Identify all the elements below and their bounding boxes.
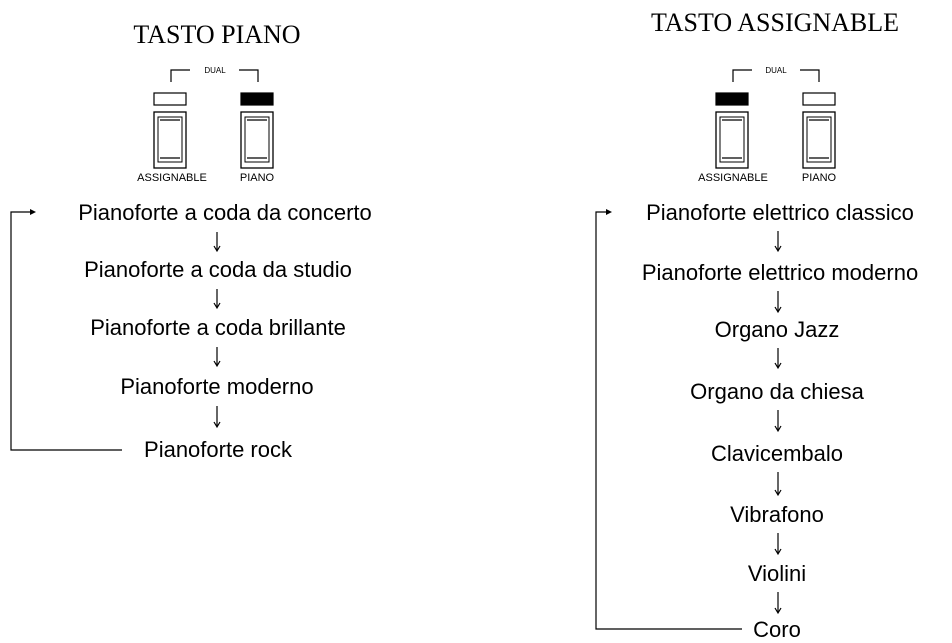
dual-label: DUAL <box>765 66 787 75</box>
panel-piano: TASTO PIANO DUAL ASSIGNABLE PIANO Pianof… <box>10 20 372 462</box>
assignable-led-on <box>715 92 749 106</box>
dual-bracket-lines <box>732 69 820 82</box>
voice-item: Clavicembalo <box>711 441 843 466</box>
voice-item: Violini <box>748 561 806 586</box>
panel-title: TASTO ASSIGNABLE <box>651 8 899 37</box>
panel-title: TASTO PIANO <box>133 20 300 49</box>
dual-bracket-lines <box>170 69 259 82</box>
panel-assignable: TASTO ASSIGNABLE DUAL ASSIGNABLE PIANO P… <box>595 8 918 642</box>
assignable-button-label: ASSIGNABLE <box>137 172 207 184</box>
voice-item: Pianoforte a coda da studio <box>84 257 352 282</box>
dual-bracket: DUAL <box>732 66 820 82</box>
voice-item: Coro <box>753 617 801 642</box>
loop-back-arrow <box>595 209 742 630</box>
piano-led-on <box>240 92 274 106</box>
voice-item: Pianoforte a coda brillante <box>90 315 346 340</box>
piano-button-label: PIANO <box>240 172 275 184</box>
down-arrows <box>774 231 782 615</box>
down-arrows <box>213 232 221 429</box>
voice-item: Pianoforte moderno <box>120 374 313 399</box>
voice-item: Organo Jazz <box>715 317 840 342</box>
assignable-led-off <box>153 92 187 106</box>
piano-button-label: PIANO <box>802 172 837 184</box>
voice-item: Pianoforte elettrico classico <box>646 200 914 225</box>
piano-led-off <box>802 92 836 106</box>
loop-back-arrow <box>10 209 122 451</box>
voice-item: Organo da chiesa <box>690 379 864 404</box>
voice-item: Pianoforte rock <box>144 437 293 462</box>
dual-bracket: DUAL <box>170 66 259 82</box>
piano-button[interactable] <box>240 111 274 169</box>
voice-item: Pianoforte elettrico moderno <box>642 260 918 285</box>
assignable-button-label: ASSIGNABLE <box>698 172 768 184</box>
dual-label: DUAL <box>204 66 226 75</box>
assignable-button[interactable] <box>715 111 749 169</box>
piano-button[interactable] <box>802 111 836 169</box>
voice-item: Vibrafono <box>730 502 824 527</box>
voice-item: Pianoforte a coda da concerto <box>78 200 372 225</box>
assignable-button[interactable] <box>153 111 187 169</box>
